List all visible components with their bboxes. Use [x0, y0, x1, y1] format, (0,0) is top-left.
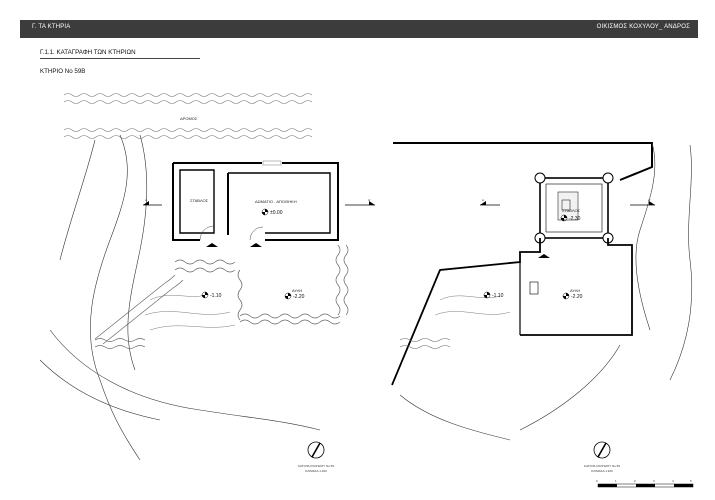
right-caption-scale: ΚΛΙΜΑΚΑ 1:100	[591, 469, 613, 473]
right-terrain-contours	[399, 142, 693, 441]
left-yard-label: ΑΥΛΗ	[292, 288, 302, 293]
left-level-marker-yard1: -1.10	[201, 291, 222, 299]
left-ground-lines	[144, 294, 236, 331]
left-caption-scale: ΚΛΙΜΑΚΑ 1:100	[305, 469, 327, 473]
right-level-marker-stable: -2.30	[560, 214, 581, 222]
right-level-marker-yard1: -1.10	[483, 291, 504, 299]
left-terrain-contours	[39, 134, 321, 461]
right-road-line	[393, 142, 653, 181]
left-bedroom-label: ΔΩΜΑΤΙΟ - ΑΠΟΘΗΚΗ	[255, 199, 297, 204]
left-caption-title: ΚΑΤΟΨΗ ΙΣΟΓΕΙΟΥ Νο 59	[298, 464, 334, 468]
svg-text:-2.20: -2.20	[571, 294, 583, 300]
subtitle: Γ.1.1. ΚΑΤΑΓΡΑΦΗ ΤΩΝ ΚΤΗΡΙΩΝ	[40, 49, 136, 56]
scale-tick-1: 1	[615, 479, 617, 483]
subtitle-rule	[40, 58, 200, 59]
left-north-arrow	[307, 441, 325, 459]
left-entry-arrow-1	[206, 243, 218, 247]
right-yard-walls	[391, 238, 633, 386]
right-ground-lines	[434, 295, 511, 316]
header-bar: Γ. ΤΑ ΚΤΗΡΙΑ ΟΙΚΙΣΜΟΣ ΚΟΧΥΛΟΥ_ ΑΝΔΡΟΣ	[20, 20, 698, 38]
svg-text:A': A'	[368, 198, 371, 202]
scale-bar: 0 1 2 3 4 5	[596, 479, 694, 488]
left-section-mark-a: A	[143, 198, 162, 206]
scale-tick-0: 0	[596, 479, 598, 483]
svg-text:A: A	[145, 198, 147, 202]
left-doors	[199, 225, 264, 241]
right-gate	[529, 281, 539, 295]
left-plan: ΔΡΟΜΟΣ ΣΤΑΒΛΟΣ ΔΩΜΑΤΙΟ - ΑΠΟΘΗΚΗ	[39, 93, 375, 473]
right-section-mark-a: A	[480, 198, 500, 206]
building-title: ΚΤΗΡΙΟ Νο 59Β	[40, 68, 86, 75]
svg-text:-2.20: -2.20	[293, 294, 305, 300]
right-section-mark-a-prime: A'	[630, 198, 655, 206]
right-caption-title: ΚΑΤΟΨΗ ΙΣΟΓΕΙΟΥ Νο 59	[584, 464, 620, 468]
right-plan: ΣΤΑΒΛΟΣ -2.30 A A'	[391, 142, 693, 473]
scale-tick-5: 5	[690, 479, 692, 483]
settlement-title: ΟΙΚΙΣΜΟΣ ΚΟΧΥΛΟΥ_ ΑΝΔΡΟΣ	[596, 24, 690, 30]
right-stable-label: ΣΤΑΒΛΟΣ	[562, 208, 581, 213]
left-window	[262, 160, 282, 166]
right-level-marker-yard2: -2.20	[562, 292, 583, 300]
left-stone-wall-top	[63, 93, 313, 139]
left-level-marker-room: ±0.00	[261, 208, 283, 216]
left-stable-label: ΣΤΑΒΛΟΣ	[190, 198, 209, 203]
right-entry-arrow	[538, 254, 550, 258]
road-label: ΔΡΟΜΟΣ	[180, 116, 198, 121]
section-title: Γ. ΤΑ ΚΤΗΡΙΑ	[32, 24, 71, 30]
left-level-marker-yard2: -2.20	[284, 292, 305, 300]
scale-tick-3: 3	[653, 479, 655, 483]
svg-text:-2.30: -2.30	[569, 216, 581, 222]
left-yard-stone-walls	[94, 244, 349, 349]
svg-text:A': A'	[648, 198, 651, 202]
left-entry-arrow-2	[250, 243, 262, 247]
scale-tick-4: 4	[672, 479, 674, 483]
right-yard-label: ΑΥΛΗ	[570, 288, 580, 293]
left-level-room: ±0.00	[270, 210, 283, 216]
scale-tick-2: 2	[634, 479, 636, 483]
svg-text:-1.10: -1.10	[210, 293, 222, 299]
svg-text:A: A	[482, 198, 484, 202]
right-north-arrow	[593, 441, 611, 459]
svg-text:-1.10: -1.10	[492, 293, 504, 299]
left-section-mark-a-prime: A'	[345, 198, 375, 206]
left-building-walls	[172, 162, 339, 241]
right-yard-stone	[399, 338, 451, 349]
